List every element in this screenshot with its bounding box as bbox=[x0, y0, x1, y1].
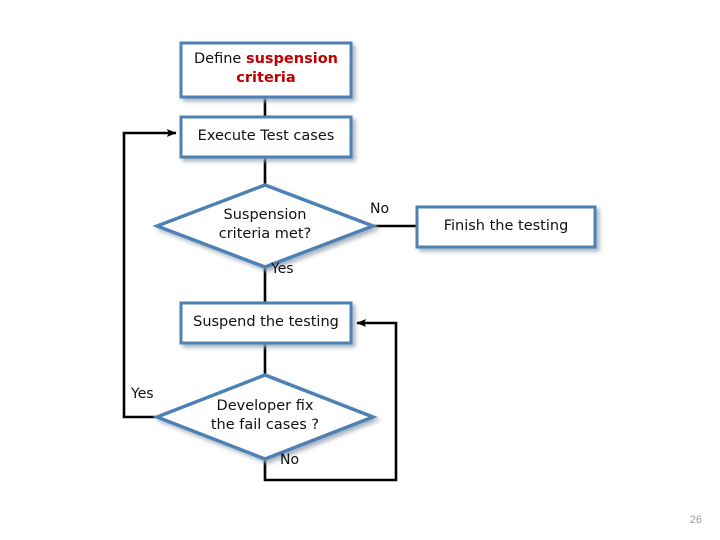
node-developer-fix-the-fail-cases bbox=[152, 373, 378, 461]
decision2-line2: the fail cases ? bbox=[210, 416, 320, 433]
edge-label-yes-developer: Yes bbox=[131, 386, 154, 402]
edge-label-no-developer: No bbox=[280, 452, 300, 468]
edge-label-yes-suspension: Yes bbox=[271, 261, 294, 277]
node-label-suspend-the-testing: Suspend the testing bbox=[193, 314, 339, 330]
connector-no-loop-to-suspend bbox=[263, 318, 398, 482]
node-label-suspension-criteria-met: Suspension criteria met? bbox=[185, 206, 345, 244]
decision1-line2: criteria met? bbox=[218, 225, 312, 242]
node-execute-test-cases bbox=[179, 115, 353, 159]
node-label-define-suspension-criteria: Define suspension criteria bbox=[181, 50, 351, 88]
decision2-line1: Developer fix bbox=[216, 398, 314, 414]
node-define-suspension-criteria bbox=[179, 41, 353, 99]
node-label-finish-the-testing: Finish the testing bbox=[443, 218, 569, 234]
node-label-execute-test-cases: Execute Test cases bbox=[197, 128, 335, 144]
node-finish-the-testing bbox=[415, 205, 597, 249]
node-label-developer-fix-the-fail-cases: Developer fix the fail cases ? bbox=[185, 397, 345, 435]
node-suspension-criteria-met bbox=[152, 183, 378, 269]
connector-yes-loop-to-execute bbox=[122, 129, 177, 419]
define-label-accent-2: criteria bbox=[236, 69, 296, 86]
page-number: 26 bbox=[689, 514, 702, 526]
node-suspend-the-testing bbox=[179, 301, 353, 345]
edge-label-no-suspension: No bbox=[370, 201, 390, 217]
define-label-static: Define bbox=[194, 51, 246, 67]
decision1-line1: Suspension bbox=[223, 207, 307, 223]
define-label-accent-1: suspension bbox=[245, 51, 338, 67]
